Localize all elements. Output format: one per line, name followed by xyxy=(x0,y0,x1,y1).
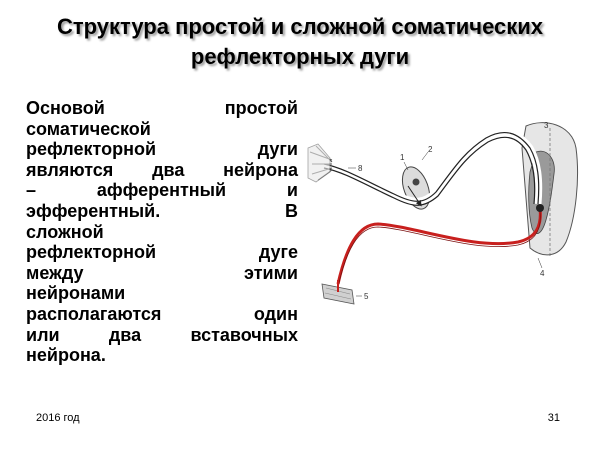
label-2: 2 xyxy=(428,145,433,154)
efferent-neuron xyxy=(336,204,544,288)
afferent-neuron xyxy=(323,129,543,207)
reflex-arc-diagram: 8 2 1 3 4 5 xyxy=(307,121,578,305)
body-line: или два вставочных xyxy=(26,324,298,345)
footer-year: 2016 год xyxy=(36,412,80,424)
body-line: – афферентный и xyxy=(26,180,298,201)
slide-title: Структура простой и сложной соматических… xyxy=(0,12,600,72)
diagram-labels: 8 2 1 3 4 5 xyxy=(348,121,549,301)
body-line: между этими xyxy=(26,262,298,283)
body-line: соматической xyxy=(26,118,151,139)
body-line: являются два нейрона xyxy=(26,159,298,180)
label-5: 5 xyxy=(364,292,369,301)
body-line: сложной xyxy=(26,221,104,242)
body-line: Основой простой xyxy=(26,98,298,118)
label-8: 8 xyxy=(358,164,363,173)
receptor xyxy=(307,143,333,183)
title-line: рефлекторных дуги xyxy=(190,44,410,69)
page-number: 31 xyxy=(547,412,560,424)
title-line: Структура простой и сложной соматических xyxy=(56,14,544,39)
body-paragraph: Основой простой соматической рефлекторно… xyxy=(26,98,298,366)
body-line: рефлекторной дуги xyxy=(26,139,298,160)
label-1: 1 xyxy=(400,153,405,162)
body-line: эфферентный. В xyxy=(26,200,298,221)
body-line: располагаются один xyxy=(26,303,298,324)
body-line: нейронами xyxy=(26,283,126,304)
body-line: нейрона. xyxy=(26,345,106,366)
label-4: 4 xyxy=(540,269,545,278)
label-3: 3 xyxy=(544,121,549,130)
effector-muscle xyxy=(321,280,355,305)
body-line: рефлекторной дуге xyxy=(26,242,298,263)
